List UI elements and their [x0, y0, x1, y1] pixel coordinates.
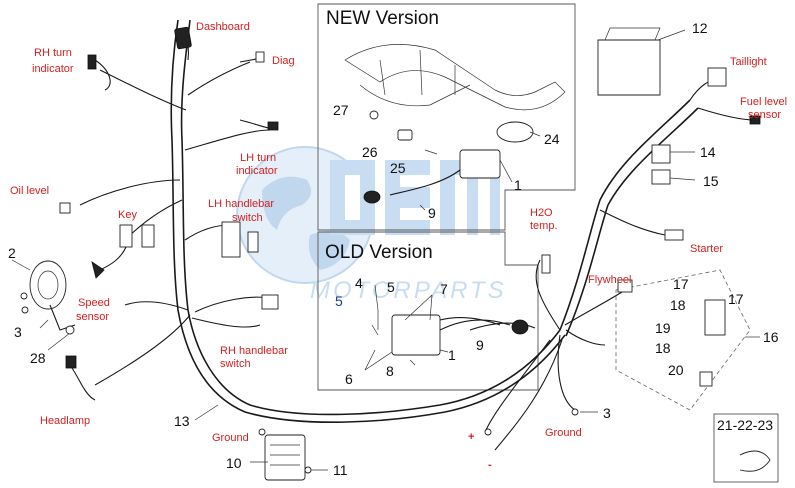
num-1-old: 1: [448, 347, 456, 363]
label-h2o-1: H2O: [530, 207, 553, 219]
taillight-connector: [707, 67, 727, 87]
fuse-holder-16: [615, 269, 751, 411]
hardware-screws: [20, 110, 579, 474]
label-rh-switch-2: switch: [220, 358, 251, 370]
num-4: 4: [355, 275, 363, 291]
clamp-21-22-23-box: [713, 413, 779, 483]
dashboard-connector: [174, 26, 192, 50]
num-17-a: 17: [673, 276, 689, 292]
label-rh-turn-2: indicator: [32, 63, 74, 75]
ignition-coil-new: [363, 149, 501, 204]
num-27: 27: [333, 102, 349, 118]
watermark-logo: MOTORPARTS: [236, 146, 507, 304]
label-h2o-2: temp.: [530, 220, 558, 232]
label-rh-turn-1: RH turn: [34, 47, 72, 59]
new-version-title: NEW Version: [326, 8, 439, 29]
label-rh-switch-1: RH handlebar: [220, 345, 288, 357]
num-25: 25: [390, 160, 406, 176]
num-11: 11: [333, 462, 348, 478]
label-dashboard: Dashboard: [196, 21, 250, 33]
headlamp-connector: [65, 355, 96, 401]
num-7: 7: [440, 281, 448, 297]
horn: [29, 260, 76, 331]
label-diag: Diag: [272, 55, 295, 67]
label-ground-right: Ground: [545, 427, 582, 439]
new-version-box: [317, 3, 576, 231]
battery: [597, 27, 661, 96]
num-12: 12: [692, 20, 708, 36]
lh-switch-connector: [221, 221, 259, 258]
oil-level-connector: [59, 202, 71, 214]
num-5-b: 5: [387, 279, 395, 295]
frame-sketch: [344, 44, 566, 111]
starter-connector: [664, 229, 684, 241]
num-3-left: 3: [14, 324, 22, 340]
num-6: 6: [345, 371, 353, 387]
relay-15: [651, 169, 671, 185]
label-speed-2: sensor: [76, 311, 109, 323]
num-20: 20: [668, 362, 684, 378]
label-fuel-2: sensor: [748, 109, 781, 121]
label-ground-left: Ground: [212, 432, 249, 444]
pickup-24: [496, 121, 534, 143]
num-15: 15: [703, 173, 719, 189]
num-26: 26: [362, 144, 378, 160]
key-connectors: [91, 224, 155, 279]
label-lh-turn-1: LH turn: [240, 152, 276, 164]
old-version-title: OLD Version: [325, 242, 433, 263]
label-headlamp: Headlamp: [40, 415, 90, 427]
lh-turn-connector: [239, 119, 279, 131]
watermark-text: MOTORPARTS: [310, 277, 507, 304]
label-speed-1: Speed: [78, 297, 110, 309]
rh-turn-connector: [87, 54, 111, 91]
label-minus: -: [488, 459, 492, 471]
num-8: 8: [386, 363, 394, 379]
num-9-new: 9: [428, 205, 436, 221]
num-1-new: 1: [514, 177, 522, 193]
num-14: 14: [700, 144, 716, 160]
num-16: 16: [763, 329, 779, 345]
num-2: 2: [8, 245, 16, 261]
num-13: 13: [174, 413, 190, 429]
label-lh-switch-2: switch: [232, 212, 263, 224]
num-3-right: 3: [603, 405, 611, 421]
label-taillight: Taillight: [730, 56, 767, 68]
num-5-a: 5: [335, 293, 343, 309]
diag-connector: [239, 51, 265, 63]
label-flywheel: Flywheel: [588, 274, 631, 286]
label-starter: Starter: [690, 243, 723, 255]
num-24: 24: [544, 131, 560, 147]
rh-switch-connector: [261, 294, 279, 310]
regulator: [264, 434, 306, 481]
relay-14: [651, 144, 671, 164]
num-9-old: 9: [476, 337, 484, 353]
fuel-sensor-connector: [749, 115, 761, 125]
label-oil-level: Oil level: [10, 185, 49, 197]
num-18-a: 18: [670, 297, 686, 313]
leader-lines: [11, 29, 760, 471]
h2o-sensor: [541, 254, 551, 274]
label-lh-switch-1: LH handlebar: [208, 198, 274, 210]
num-10: 10: [226, 455, 242, 471]
label-plus: +: [468, 431, 474, 443]
flywheel-connector: [617, 279, 633, 293]
label-lh-turn-2: indicator: [236, 165, 278, 177]
num-19: 19: [655, 320, 671, 336]
ignition-coil-old: [391, 314, 529, 356]
num-18-b: 18: [655, 340, 671, 356]
label-fuel-1: Fuel level: [740, 96, 787, 108]
num-17-b: 17: [728, 291, 744, 307]
main-harness: [79, 19, 756, 451]
label-key: Key: [118, 209, 137, 221]
num-21-22-23: 21-22-23: [717, 417, 773, 433]
num-28: 28: [30, 350, 46, 366]
